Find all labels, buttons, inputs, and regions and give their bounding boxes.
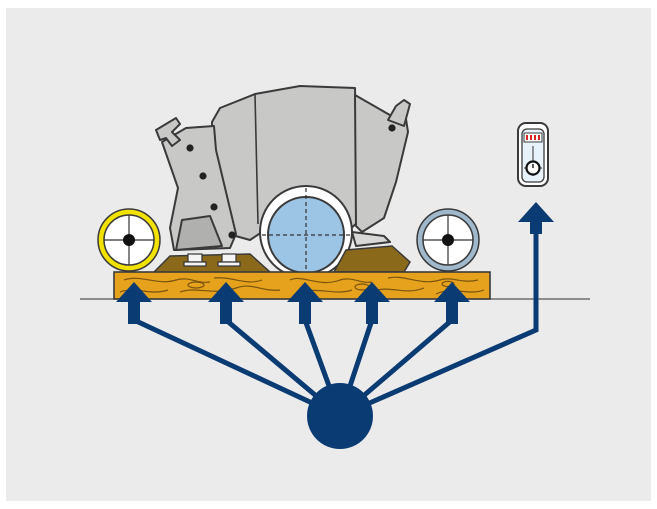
arrow-up-icon bbox=[518, 202, 554, 222]
front-arm bbox=[161, 125, 237, 251]
circle-hub-icon bbox=[307, 383, 373, 449]
arrow-up-icon bbox=[208, 282, 244, 302]
arrow-up-icon bbox=[287, 282, 323, 302]
arrow-up-icon bbox=[354, 282, 390, 302]
front-wheel bbox=[97, 208, 161, 272]
depth-block bbox=[175, 215, 223, 251]
rear-wheel bbox=[416, 208, 480, 272]
gauge-display-device bbox=[517, 122, 549, 187]
rivet bbox=[210, 203, 218, 211]
rivet bbox=[388, 124, 396, 132]
arrow-up-icon bbox=[434, 282, 470, 302]
housing-seam bbox=[254, 94, 259, 225]
rivet bbox=[186, 144, 194, 152]
rear-shoe bbox=[332, 245, 411, 273]
rivet bbox=[228, 231, 236, 239]
arrow-up-icon bbox=[116, 282, 152, 302]
rear-shoe-plate bbox=[351, 231, 391, 247]
gauge-readout bbox=[523, 132, 543, 143]
sensor-arrows bbox=[116, 202, 554, 324]
front-knob bbox=[155, 117, 181, 147]
rivet bbox=[199, 172, 207, 180]
rear-lever bbox=[387, 99, 411, 127]
